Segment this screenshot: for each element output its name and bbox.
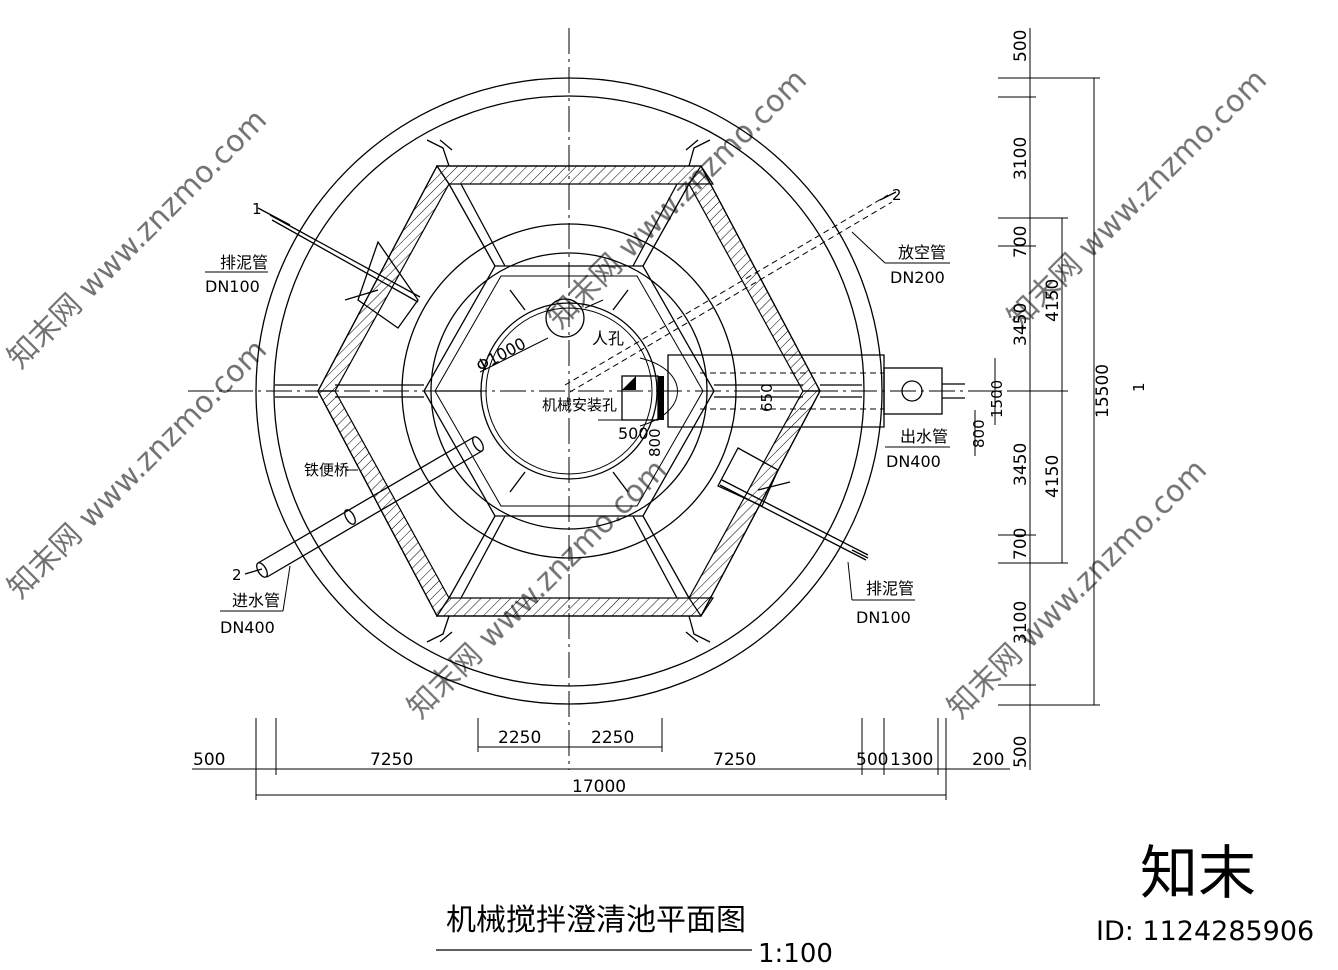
inner-hexagon [335,183,803,599]
inner-core-circle-2 [485,307,653,475]
middle-circle [401,223,737,559]
manhole-diameter: Φ1000 [473,334,529,376]
inlet-pipe-dn: DN400 [220,618,275,637]
iron-bridge-label: 铁便桥 [304,461,349,479]
section-mark-label: 2 [232,566,242,584]
watermark-layer: 知末网 www.znzmo.com 知末网 www.znzmo.com 知末网 … [1,63,1274,726]
radial-beams [275,139,862,643]
outer-wall-circle [255,77,883,705]
dim-right-700a: 700 [1011,226,1031,258]
mech-hole-label: 机械安装孔 [542,396,617,414]
outer-hexagon-walkway [317,164,821,618]
outlet-dim-650: 650 [758,383,776,412]
outlet-dim-800: 800 [970,419,988,448]
dim-right-4150a: 4150 [1043,279,1063,322]
sludge-pipe-left-dn: DN100 [205,277,260,296]
dim-bottom-2250a: 2250 [498,728,541,748]
dim-bottom-2250b: 2250 [591,728,634,748]
section-mark-right: 1 [1130,382,1148,392]
watermark-text: 知末网 www.znzmo.com [941,453,1214,726]
sludge-pipe-left [269,214,421,303]
drawing-title: 机械搅拌澄清池平面图 [446,903,746,938]
right-dimensions: 500 3100 700 3450 4150 3450 4150 700 310… [998,28,1148,770]
mech-hole-dim-500: 500 [618,424,649,443]
reaction-zone-circle [430,252,708,530]
manhole [479,298,604,373]
sludge-pipe-right-dn: DN100 [856,608,911,627]
outlet-pipe-label: 出水管 [900,427,948,446]
dim-bottom-500a: 500 [193,750,225,770]
dim-right-3450a: 3450 [1011,303,1031,346]
dim-right-3450b: 3450 [1011,443,1031,486]
mechanical-install-hole [621,357,678,427]
drain-pipe-dn: DN200 [890,268,945,287]
section-mark-1-right [851,549,869,559]
section-mark-label: 2 [892,186,902,204]
watermark-text: 知末网 www.znzmo.com [541,63,814,336]
inlet-pipe [256,436,484,578]
outlet-channel [667,354,965,428]
dim-right-3100b: 3100 [1011,601,1031,644]
manhole-label: 人孔 [592,329,624,348]
dim-bottom-7250a: 7250 [370,750,413,770]
dim-bottom-7250b: 7250 [713,750,756,770]
sludge-pipe-left-label: 排泥管 [220,253,268,272]
watermark-text: 知末网 www.znzmo.com [1,103,274,376]
section-mark-1-left: 1 [252,200,291,226]
dim-right-700b: 700 [1011,528,1031,560]
drain-pipe-label: 放空管 [898,243,946,262]
mech-hole-dim-800: 800 [646,428,664,457]
dim-bottom-500b: 500 [856,750,888,770]
dim-right-4150b: 4150 [1043,455,1063,498]
watermark-text: 知末网 www.znzmo.com [1001,63,1274,336]
dim-right-500b: 500 [1011,736,1031,768]
outlet-pipe-dn: DN400 [886,452,941,471]
bottom-dimensions: 500 7250 2250 2250 7250 500 1300 200 170… [192,718,1010,800]
dim-bottom-total: 17000 [572,777,626,797]
sludge-pipe-right [719,479,869,561]
brand-id: ID: 1124285906 [1096,916,1314,947]
drain-pipe [564,194,893,393]
sludge-hopper-left [344,240,419,329]
dim-right-500a: 500 [1011,30,1031,62]
brand-logo: 知末 [1140,839,1256,907]
section-mark-label: 1 [252,200,262,218]
dim-right-3100a: 3100 [1011,137,1031,180]
drawing-scale: 1:100 [758,939,833,969]
outer-wall-inner-circle [273,95,865,687]
section-mark-2-left: 2 [232,566,263,584]
outlet-dim-1500: 1500 [988,380,1006,418]
section-mark-2-right: 2 [879,186,902,204]
dim-bottom-1300: 1300 [890,750,933,770]
watermark-text: 知末网 www.znzmo.com [1,333,274,606]
dim-bottom-200: 200 [972,750,1004,770]
inlet-pipe-label: 进水管 [232,591,280,610]
dim-right-total: 15500 [1093,364,1113,418]
sludge-pipe-right-label: 排泥管 [866,579,914,598]
